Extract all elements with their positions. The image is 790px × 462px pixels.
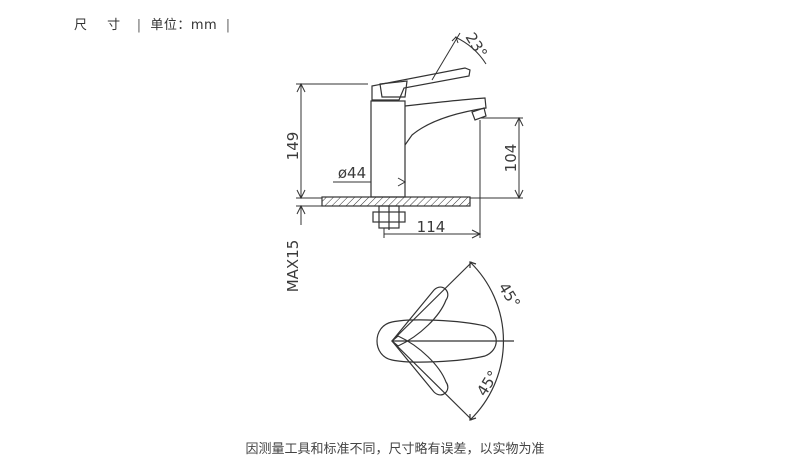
dim-max-deck: MAX15 bbox=[284, 240, 302, 293]
dim-spout-reach: 114 bbox=[417, 218, 446, 236]
faucet-body bbox=[370, 100, 406, 198]
top-handle-rotated-up bbox=[391, 286, 449, 347]
faucet-spout bbox=[404, 97, 487, 146]
header-separator-right: | bbox=[225, 18, 231, 33]
top-handle-rotated-down bbox=[391, 335, 449, 396]
header-separator-left: | bbox=[136, 18, 142, 33]
dim-swing-lower: 45° bbox=[473, 367, 502, 399]
top-handle-center bbox=[376, 319, 497, 363]
measurement-disclaimer: 因测量工具和标准不同，尺寸略有误差，以实物为准 bbox=[245, 442, 545, 457]
faucet-top-view bbox=[376, 261, 514, 421]
dimension-header: 尺 寸 | 单位：mm | bbox=[74, 14, 235, 33]
mounting-deck bbox=[321, 196, 471, 207]
dim-height-total: 149 bbox=[284, 132, 302, 161]
dim-base-diameter: ø44 bbox=[338, 164, 366, 182]
header-title: 尺 寸 bbox=[74, 18, 129, 33]
dim-swing-upper: 45° bbox=[495, 279, 524, 311]
spout-aerator bbox=[471, 107, 487, 121]
faucet-side-view bbox=[321, 67, 487, 230]
unit-label: 单位：mm bbox=[150, 18, 218, 33]
lever-handle bbox=[371, 67, 471, 101]
dim-lever-angle: 23° bbox=[462, 29, 491, 61]
swing-arc bbox=[469, 261, 504, 421]
lever-cap bbox=[379, 80, 408, 98]
dim-spout-height: 104 bbox=[502, 144, 520, 173]
side-view-dimension-lines bbox=[296, 32, 524, 239]
